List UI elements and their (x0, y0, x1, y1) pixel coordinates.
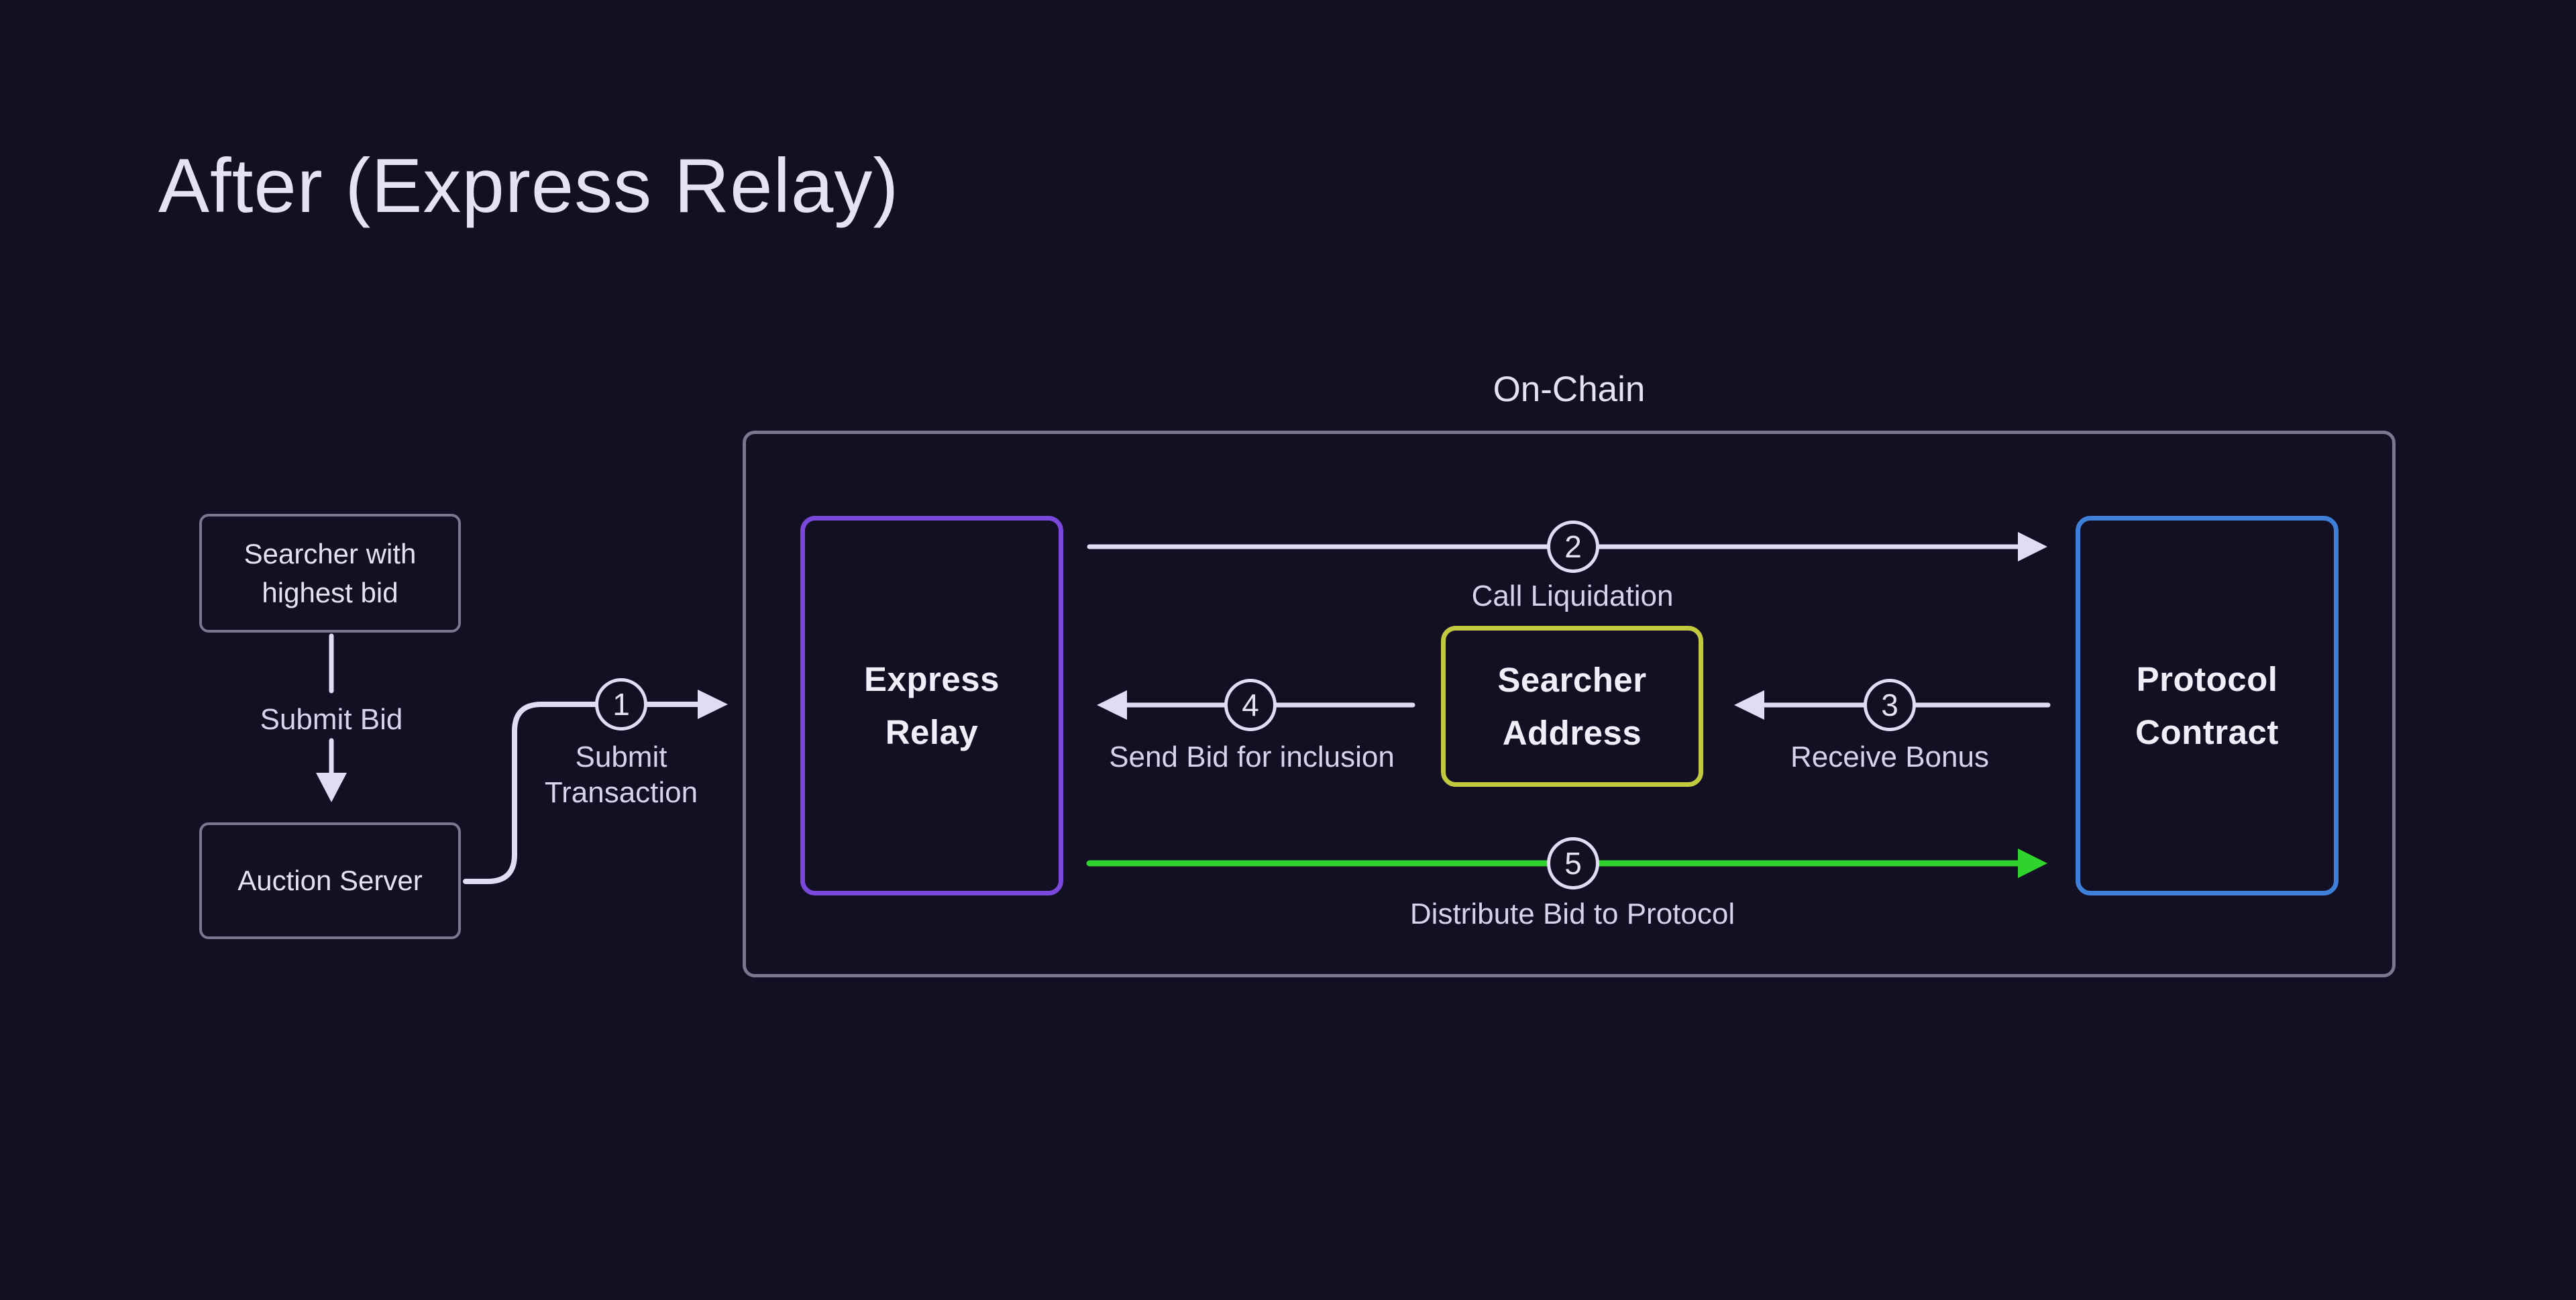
step-4-badge: 4 (1224, 679, 1277, 731)
onchain-container (743, 431, 2396, 977)
step-5-number: 5 (1564, 846, 1582, 881)
arrow-send-bid-head (1097, 690, 1127, 720)
step-3-number: 3 (1881, 688, 1898, 722)
auction-server-label: Auction Server (237, 865, 423, 896)
protocol-contract-line1: Protocol (2136, 660, 2278, 698)
submit-bid-label: Submit Bid (260, 703, 403, 736)
onchain-label: On-Chain (1493, 370, 1646, 409)
step-2-badge: 2 (1547, 521, 1599, 573)
express-relay-box: Express Relay (800, 516, 1063, 896)
step-1-label-line1: Submit (575, 741, 667, 773)
searcher-highest-bid-line2: highest bid (262, 576, 398, 608)
step-4-label: Send Bid for inclusion (1109, 741, 1395, 773)
step-4-number: 4 (1242, 688, 1259, 722)
arrow-call-liquidation-head (2018, 532, 2047, 561)
step-2-label: Call Liquidation (1471, 580, 1674, 612)
express-relay-line2: Relay (885, 713, 979, 751)
step-3-label: Receive Bonus (1790, 741, 1989, 773)
arrow-receive-bonus-head (1734, 690, 1764, 720)
searcher-highest-bid-line1: Searcher with (244, 537, 417, 570)
searcher-highest-bid-box: Searcher with highest bid (199, 514, 461, 633)
protocol-contract-box: Protocol Contract (2076, 516, 2339, 896)
arrow-distribute-bid-head (2018, 849, 2047, 878)
searcher-address-line2: Address (1502, 714, 1642, 752)
protocol-contract-line2: Contract (2135, 713, 2279, 751)
step-1-label-line2: Transaction (544, 776, 698, 809)
searcher-address-line1: Searcher (1497, 661, 1647, 699)
step-1-number: 1 (612, 687, 630, 722)
searcher-address-box: Searcher Address (1441, 626, 1703, 787)
arrow-submit-transaction-line (463, 702, 700, 884)
step-5-badge: 5 (1547, 837, 1599, 889)
step-1-label: Submit Transaction (545, 739, 698, 810)
submit-bid-arrow-head (316, 773, 347, 802)
arrow-submit-transaction-head (698, 690, 728, 719)
step-1-badge: 1 (595, 678, 647, 730)
express-relay-line1: Express (864, 660, 1000, 698)
auction-server-box: Auction Server (199, 822, 461, 939)
step-5-label: Distribute Bid to Protocol (1409, 898, 1735, 930)
step-3-badge: 3 (1864, 679, 1916, 731)
page-title: After (Express Relay) (158, 144, 900, 229)
step-2-number: 2 (1564, 529, 1582, 564)
